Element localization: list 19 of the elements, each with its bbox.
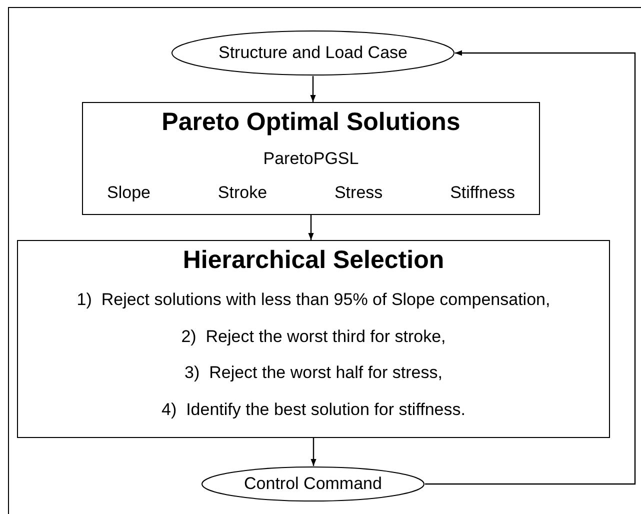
objective-label: Slope — [107, 182, 150, 204]
objective-label: Stroke — [218, 182, 268, 204]
objective-label: Stress — [334, 182, 383, 204]
selection-step: 3) Reject the worst half for stress, — [184, 360, 442, 386]
arrow — [310, 76, 316, 102]
arrow — [308, 215, 314, 240]
process-box — [17, 240, 610, 438]
selection-step: 2) Reject the worst third for stroke, — [181, 324, 446, 350]
objective-label: Stiffness — [450, 182, 515, 204]
box-heading: Pareto Optimal Solutions — [162, 107, 460, 138]
node-text: Structure and Load Case — [218, 42, 408, 64]
node-text: Control Command — [244, 473, 382, 496]
selection-step: 4) Identify the best solution for stiffness. — [162, 396, 466, 422]
box-heading: Hierarchical Selection — [182, 245, 444, 276]
method-name: ParetoPGSL — [263, 148, 359, 170]
process-box — [82, 102, 540, 215]
selection-step: 1) Reject solutions with less than 95% of Slope compensation, — [76, 287, 550, 313]
arrow — [425, 50, 636, 485]
arrow — [310, 438, 316, 466]
